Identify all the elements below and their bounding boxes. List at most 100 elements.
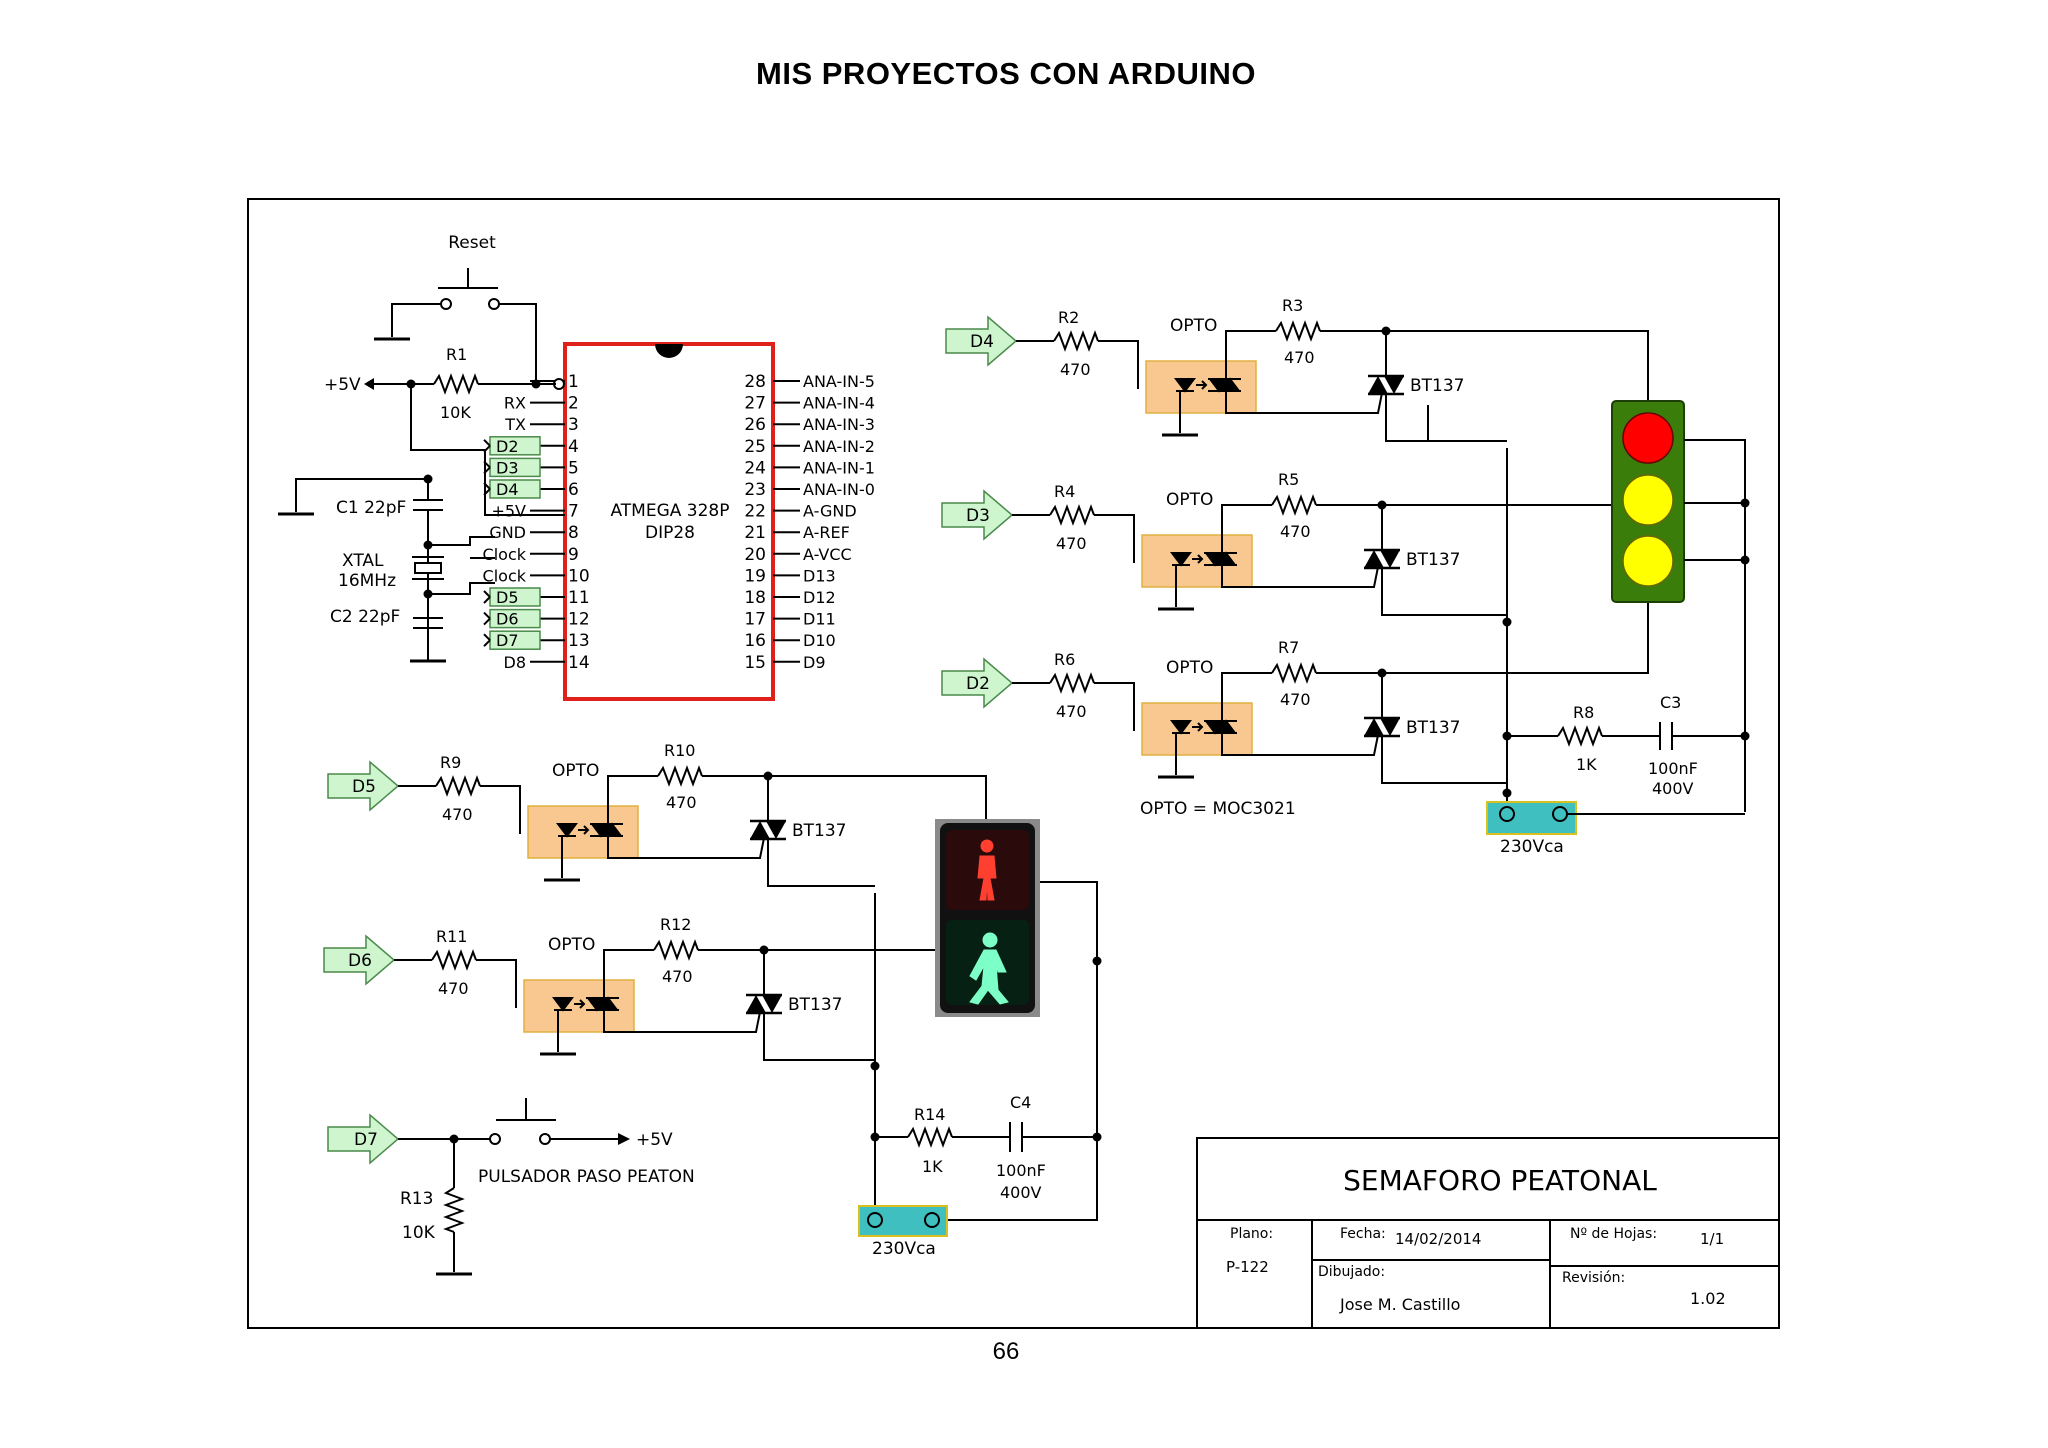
ped-snubber: R14 1K C4 100nF 400V 230Vca (858, 893, 1097, 1259)
dibujado-value: Jose M. Castillo (1339, 1295, 1460, 1314)
mcu-pin-17: 17 (744, 610, 766, 630)
input-label-d3: D3 (966, 506, 990, 526)
mcu-pin-19: 19 (744, 566, 766, 586)
r1-value: 10K (440, 403, 471, 422)
mcu-pin-12: 12 (568, 610, 590, 630)
oscillator-circuit: C1 22pF XTAL 16MHz C2 22pF (276, 474, 495, 663)
triac-label-bt137-4: BT137 (792, 821, 847, 841)
car-snubber: R8 1K C3 100nF 400V 230Vca OPTO = MOC302… (1140, 448, 1745, 857)
input-label-d4: D4 (970, 332, 994, 352)
ped-mains-terminal (858, 1205, 948, 1237)
mcu-pin-15: 15 (744, 653, 766, 673)
r-in-value-r6: 470 (1056, 702, 1087, 721)
mcu-right-label-19: D13 (803, 566, 836, 585)
mcu-left-label-13: D7 (496, 631, 519, 650)
mcu-name: ATMEGA 328P (610, 501, 729, 521)
c4-voltage: 400V (1000, 1183, 1042, 1202)
page-title: MIS PROYECTOS CON ARDUINO (756, 56, 1256, 91)
r-in-label-r11: R11 (436, 927, 467, 946)
r14-value: 1K (922, 1157, 943, 1176)
mcu-right-label-21: A-REF (803, 523, 850, 542)
mcu-left-label-14: D8 (504, 653, 527, 672)
mcu-right-label-22: A-GND (803, 502, 857, 521)
d7-input-label: D7 (354, 1130, 378, 1150)
mcu-right-label-25: ANA-IN-2 (803, 437, 875, 456)
opto-label-d3: OPTO (1166, 490, 1213, 510)
revision-value: 1.02 (1690, 1289, 1726, 1308)
r-in-value-r4: 470 (1056, 534, 1087, 553)
mcu-pin-23: 23 (744, 480, 766, 500)
title-block: SEMAFORO PEATONAL Plano: P-122 Fecha: 14… (1196, 1137, 1780, 1329)
triac-label-bt137-1: BT137 (1410, 376, 1465, 396)
c3-label: C3 (1660, 693, 1681, 712)
r-out-value-r7: 470 (1280, 690, 1311, 709)
mcu-section: ATMEGA 328P DIP28 12RX3TX4D25D36D47+5V8G… (483, 342, 875, 701)
r14-label: R14 (914, 1105, 945, 1124)
c1-label: C1 22pF (336, 498, 406, 518)
r-in-value-r11: 470 (438, 979, 469, 998)
hojas-value: 1/1 (1700, 1230, 1724, 1248)
pedestrian-light-channels: D5R9470OPTOR10470BT137D6R11470OPTOR12470… (323, 741, 987, 1061)
car-mains-label: 230Vca (1500, 837, 1564, 857)
mcu-right-label-15: D9 (803, 653, 826, 672)
pedestrian-button-circuit: D7 +5V PULSADOR PASO PEATON R13 10K (327, 1098, 695, 1276)
mcu-left-pins: 12RX3TX4D25D36D47+5V8GND9Clock10Clock11D… (483, 372, 590, 673)
mcu-right-label-27: ANA-IN-4 (803, 394, 875, 413)
mcu-left-label-6: D4 (496, 480, 519, 499)
r-in-label-r4: R4 (1054, 482, 1075, 501)
ped-mains-label: 230Vca (872, 1239, 936, 1259)
mcu-pin-11: 11 (568, 588, 590, 608)
mcu-pin-9: 9 (568, 545, 579, 565)
mcu-pin-21: 21 (744, 523, 766, 543)
r-out-label-r10: R10 (664, 741, 695, 760)
mcu-left-label-10: Clock (483, 566, 527, 585)
r1-circuit: +5V R1 10K (324, 345, 565, 516)
mcu-pin-18: 18 (744, 588, 766, 608)
mcu-pin-27: 27 (744, 394, 766, 414)
mcu-pin-22: 22 (744, 502, 766, 522)
mcu-right-label-20: A-VCC (803, 545, 852, 564)
c3-value: 100nF (1648, 759, 1698, 778)
c2-label: C2 22pF (330, 607, 400, 627)
r-in-label-r2: R2 (1058, 308, 1079, 327)
mcu-right-label-28: ANA-IN-5 (803, 372, 875, 391)
r-out-label-r12: R12 (660, 915, 691, 934)
vcc-label: +5V (324, 375, 361, 395)
fecha-value: 14/02/2014 (1395, 1230, 1481, 1248)
mcu-pin-20: 20 (744, 545, 766, 565)
mcu-pin-25: 25 (744, 437, 766, 457)
xtal-label: XTAL (342, 551, 384, 571)
car-traffic-light (1611, 400, 1750, 812)
red-walker-icon (977, 839, 997, 901)
opto-note: OPTO = MOC3021 (1140, 799, 1296, 819)
button-label: PULSADOR PASO PEATON (478, 1167, 695, 1187)
title-block-title: SEMAFORO PEATONAL (1343, 1164, 1657, 1197)
mcu-pin-28: 28 (744, 372, 766, 392)
c4-label: C4 (1010, 1093, 1031, 1112)
r-out-value-r12: 470 (662, 967, 693, 986)
r-out-label-r5: R5 (1278, 470, 1299, 489)
opto-label-d2: OPTO (1166, 658, 1213, 678)
mcu-right-label-26: ANA-IN-3 (803, 415, 875, 434)
mcu-pin-3: 3 (568, 415, 579, 435)
triac-label-bt137-2: BT137 (1406, 550, 1461, 570)
r-out-value-r10: 470 (666, 793, 697, 812)
mcu-left-label-12: D6 (496, 610, 519, 629)
mcu-pin-5: 5 (568, 458, 579, 478)
r1-label: R1 (446, 345, 467, 364)
r8-value: 1K (1576, 755, 1597, 774)
r-in-label-r9: R9 (440, 753, 461, 772)
mcu-pin-16: 16 (744, 631, 766, 651)
opto-label-d4: OPTO (1170, 316, 1217, 336)
r-in-value-r2: 470 (1060, 360, 1091, 379)
xtal-frequency: 16MHz (338, 571, 396, 591)
mcu-pin-10: 10 (568, 566, 590, 586)
opto-label-d6: OPTO (548, 935, 595, 955)
fecha-label: Fecha: (1340, 1226, 1386, 1242)
plano-label: Plano: (1230, 1226, 1273, 1242)
mcu-pin-7: 7 (568, 502, 579, 522)
